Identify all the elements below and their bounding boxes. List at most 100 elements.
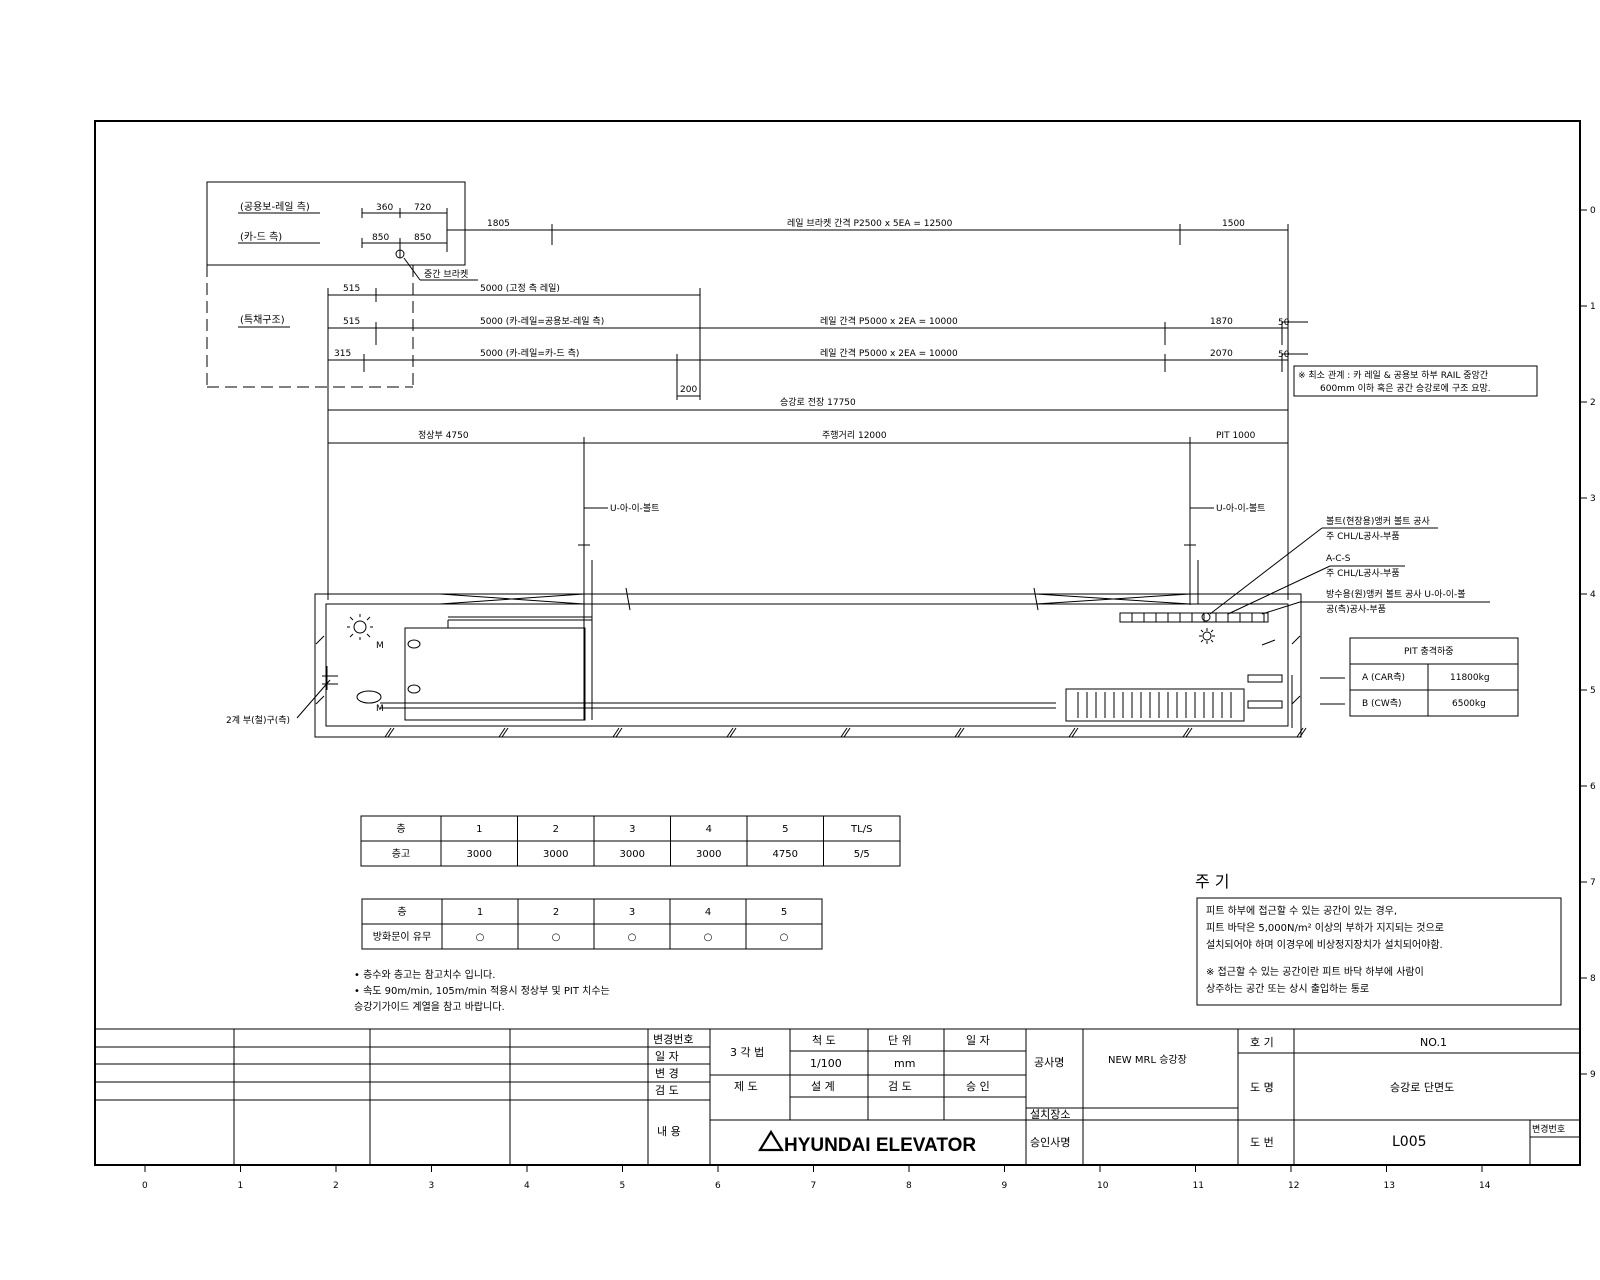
- right-tick-label: 9: [1590, 1070, 1596, 1080]
- tb-unit: mm: [894, 1057, 915, 1070]
- rail-note-box: [1293, 365, 1538, 397]
- bottom-tick-label: 0: [142, 1181, 148, 1191]
- dim-1500: 1500: [1222, 219, 1245, 229]
- right-tick-label: 4: [1590, 590, 1596, 600]
- table-cell: ○: [552, 932, 561, 943]
- tb-model: NO.1: [1420, 1036, 1447, 1049]
- right-tick-label: 2: [1590, 398, 1596, 408]
- span-5000b: 5000 (카-레일=공용보-레일 측): [480, 316, 604, 327]
- tb-checked: 검 도: [655, 1084, 679, 1097]
- hyundai-elevator-logo: HYUNDAI ELEVATOR: [758, 1129, 976, 1156]
- hatch-mark: [729, 727, 737, 738]
- remark-line-5: 상주하는 공간 또는 상시 출입하는 통로: [1206, 982, 1369, 995]
- small-50b: 50: [1278, 350, 1290, 360]
- tb-unit-h: 단 위: [888, 1034, 912, 1047]
- table-col-header: 2: [553, 907, 559, 918]
- hoistway-total: 승강로 전장 17750: [780, 397, 856, 408]
- hatch-mark: [315, 695, 325, 705]
- pit-load-b-label: B (CW측): [1362, 698, 1402, 709]
- ladder-note: 2계 부(철)구(측): [226, 714, 290, 726]
- hatch-mark: [1185, 727, 1193, 738]
- span-5000a: 5000 (고정 측 레일): [480, 283, 560, 294]
- u-bolt-left-label: U-아-이-볼트: [610, 503, 659, 514]
- bottom-tick-label: 3: [429, 1181, 435, 1191]
- title-block: [95, 1028, 1580, 1165]
- tb-no-h: 도 번: [1250, 1136, 1274, 1149]
- table-cell: 5/5: [854, 849, 870, 860]
- table-col-header: 3: [629, 824, 635, 835]
- m-marker-2: M: [376, 704, 384, 714]
- dim-200: 200: [680, 385, 697, 395]
- rail-mid2: 레일 간격 P5000 x 2EA = 10000: [820, 347, 958, 359]
- right-tick-label: 1: [1590, 302, 1596, 312]
- hatch-mark: [315, 635, 325, 645]
- tb-design-h: 제 도: [734, 1080, 758, 1093]
- table-row-label: 방화문이 유무: [373, 931, 431, 943]
- table-cell: 3000: [620, 849, 645, 860]
- bottom-tick-label: 12: [1288, 1181, 1299, 1191]
- hatch-mark: [1296, 727, 1304, 738]
- right-tick-label: 7: [1590, 878, 1596, 888]
- light-icon: [347, 614, 373, 640]
- hatch-mark: [1182, 727, 1190, 738]
- bottom-tick-label: 8: [906, 1181, 912, 1191]
- tb-date-h: 일 자: [966, 1033, 990, 1047]
- dim-850b: 850: [414, 233, 431, 243]
- table-col-header: 3: [629, 907, 635, 918]
- overhead-dim: 정상부 4750: [418, 430, 469, 441]
- hatch-mark: [501, 727, 509, 738]
- dim-360: 360: [376, 203, 393, 213]
- pit-load-b-value: 6500kg: [1452, 699, 1486, 709]
- table-header-label: 층: [397, 906, 406, 918]
- tb-dwg: 승강로 단면도: [1390, 1081, 1454, 1094]
- table-cell: 4750: [773, 849, 798, 860]
- wall-hatch-marks: [315, 635, 1307, 738]
- bracket-note: 중간 브라켓: [424, 269, 468, 280]
- bottom-tick-label: 10: [1097, 1181, 1109, 1191]
- m-marker-1: M: [376, 641, 384, 651]
- right-tick-label: 5: [1590, 686, 1596, 696]
- bottom-tick-label: 9: [1002, 1181, 1008, 1191]
- bottom-tick-label: 7: [811, 1181, 817, 1191]
- car-side-label: (카-드 측): [240, 231, 282, 243]
- bracket-strip-ticks: [1131, 613, 1265, 622]
- drawing-frame: [94, 120, 1581, 1166]
- dim-315: 315: [334, 349, 351, 359]
- hatch-mark: [1068, 727, 1076, 738]
- pit-dim: PIT 1000: [1216, 431, 1256, 441]
- table-cell: ○: [780, 932, 789, 943]
- table-col-header: 1: [476, 824, 482, 835]
- dim-850a: 850: [372, 233, 389, 243]
- hatch-mark: [615, 727, 623, 738]
- bottom-tick-label: 1: [238, 1181, 244, 1191]
- tb-date: 일 자: [655, 1049, 679, 1063]
- remarks-box: [1196, 897, 1562, 1006]
- hoistway-section: [296, 527, 1490, 738]
- anchor-callout-2: 방수용(원)앵커 볼트 공사 U-아-이-볼: [1326, 589, 1466, 600]
- bottom-tick-label: 2: [333, 1181, 339, 1191]
- bottom-tick-label: 6: [715, 1181, 721, 1191]
- brand-text: HYUNDAI ELEVATOR: [784, 1135, 976, 1156]
- dim-2070: 2070: [1210, 349, 1233, 359]
- rail-bracket-legend: [206, 181, 478, 388]
- bottom-tick-label: 11: [1193, 1181, 1204, 1191]
- rail-mid1: 레일 간격 P5000 x 2EA = 10000: [820, 315, 958, 327]
- hatch-mark: [384, 727, 392, 738]
- table-col-header: 5: [782, 824, 788, 835]
- pit-load-header: PIT 충격하중: [1404, 645, 1454, 657]
- hatch-mark: [387, 727, 395, 738]
- counterweight-bars: [1077, 692, 1232, 718]
- pit-load-table: [1320, 637, 1519, 717]
- cw-guiderail-label: (공용보-레일 측): [240, 201, 310, 213]
- hatch-mark: [498, 727, 506, 738]
- table-cell: 3000: [696, 849, 721, 860]
- table-col-header: 5: [781, 907, 787, 918]
- hatch-mark: [1299, 727, 1307, 738]
- rail-note-line2: 600mm 이하 혹은 공간 승강로에 구조 요망.: [1320, 382, 1491, 394]
- bottom-tick-label: 5: [620, 1181, 626, 1191]
- tb-no: L005: [1392, 1134, 1427, 1150]
- pit-load-a-label: A (CAR측): [1362, 672, 1405, 683]
